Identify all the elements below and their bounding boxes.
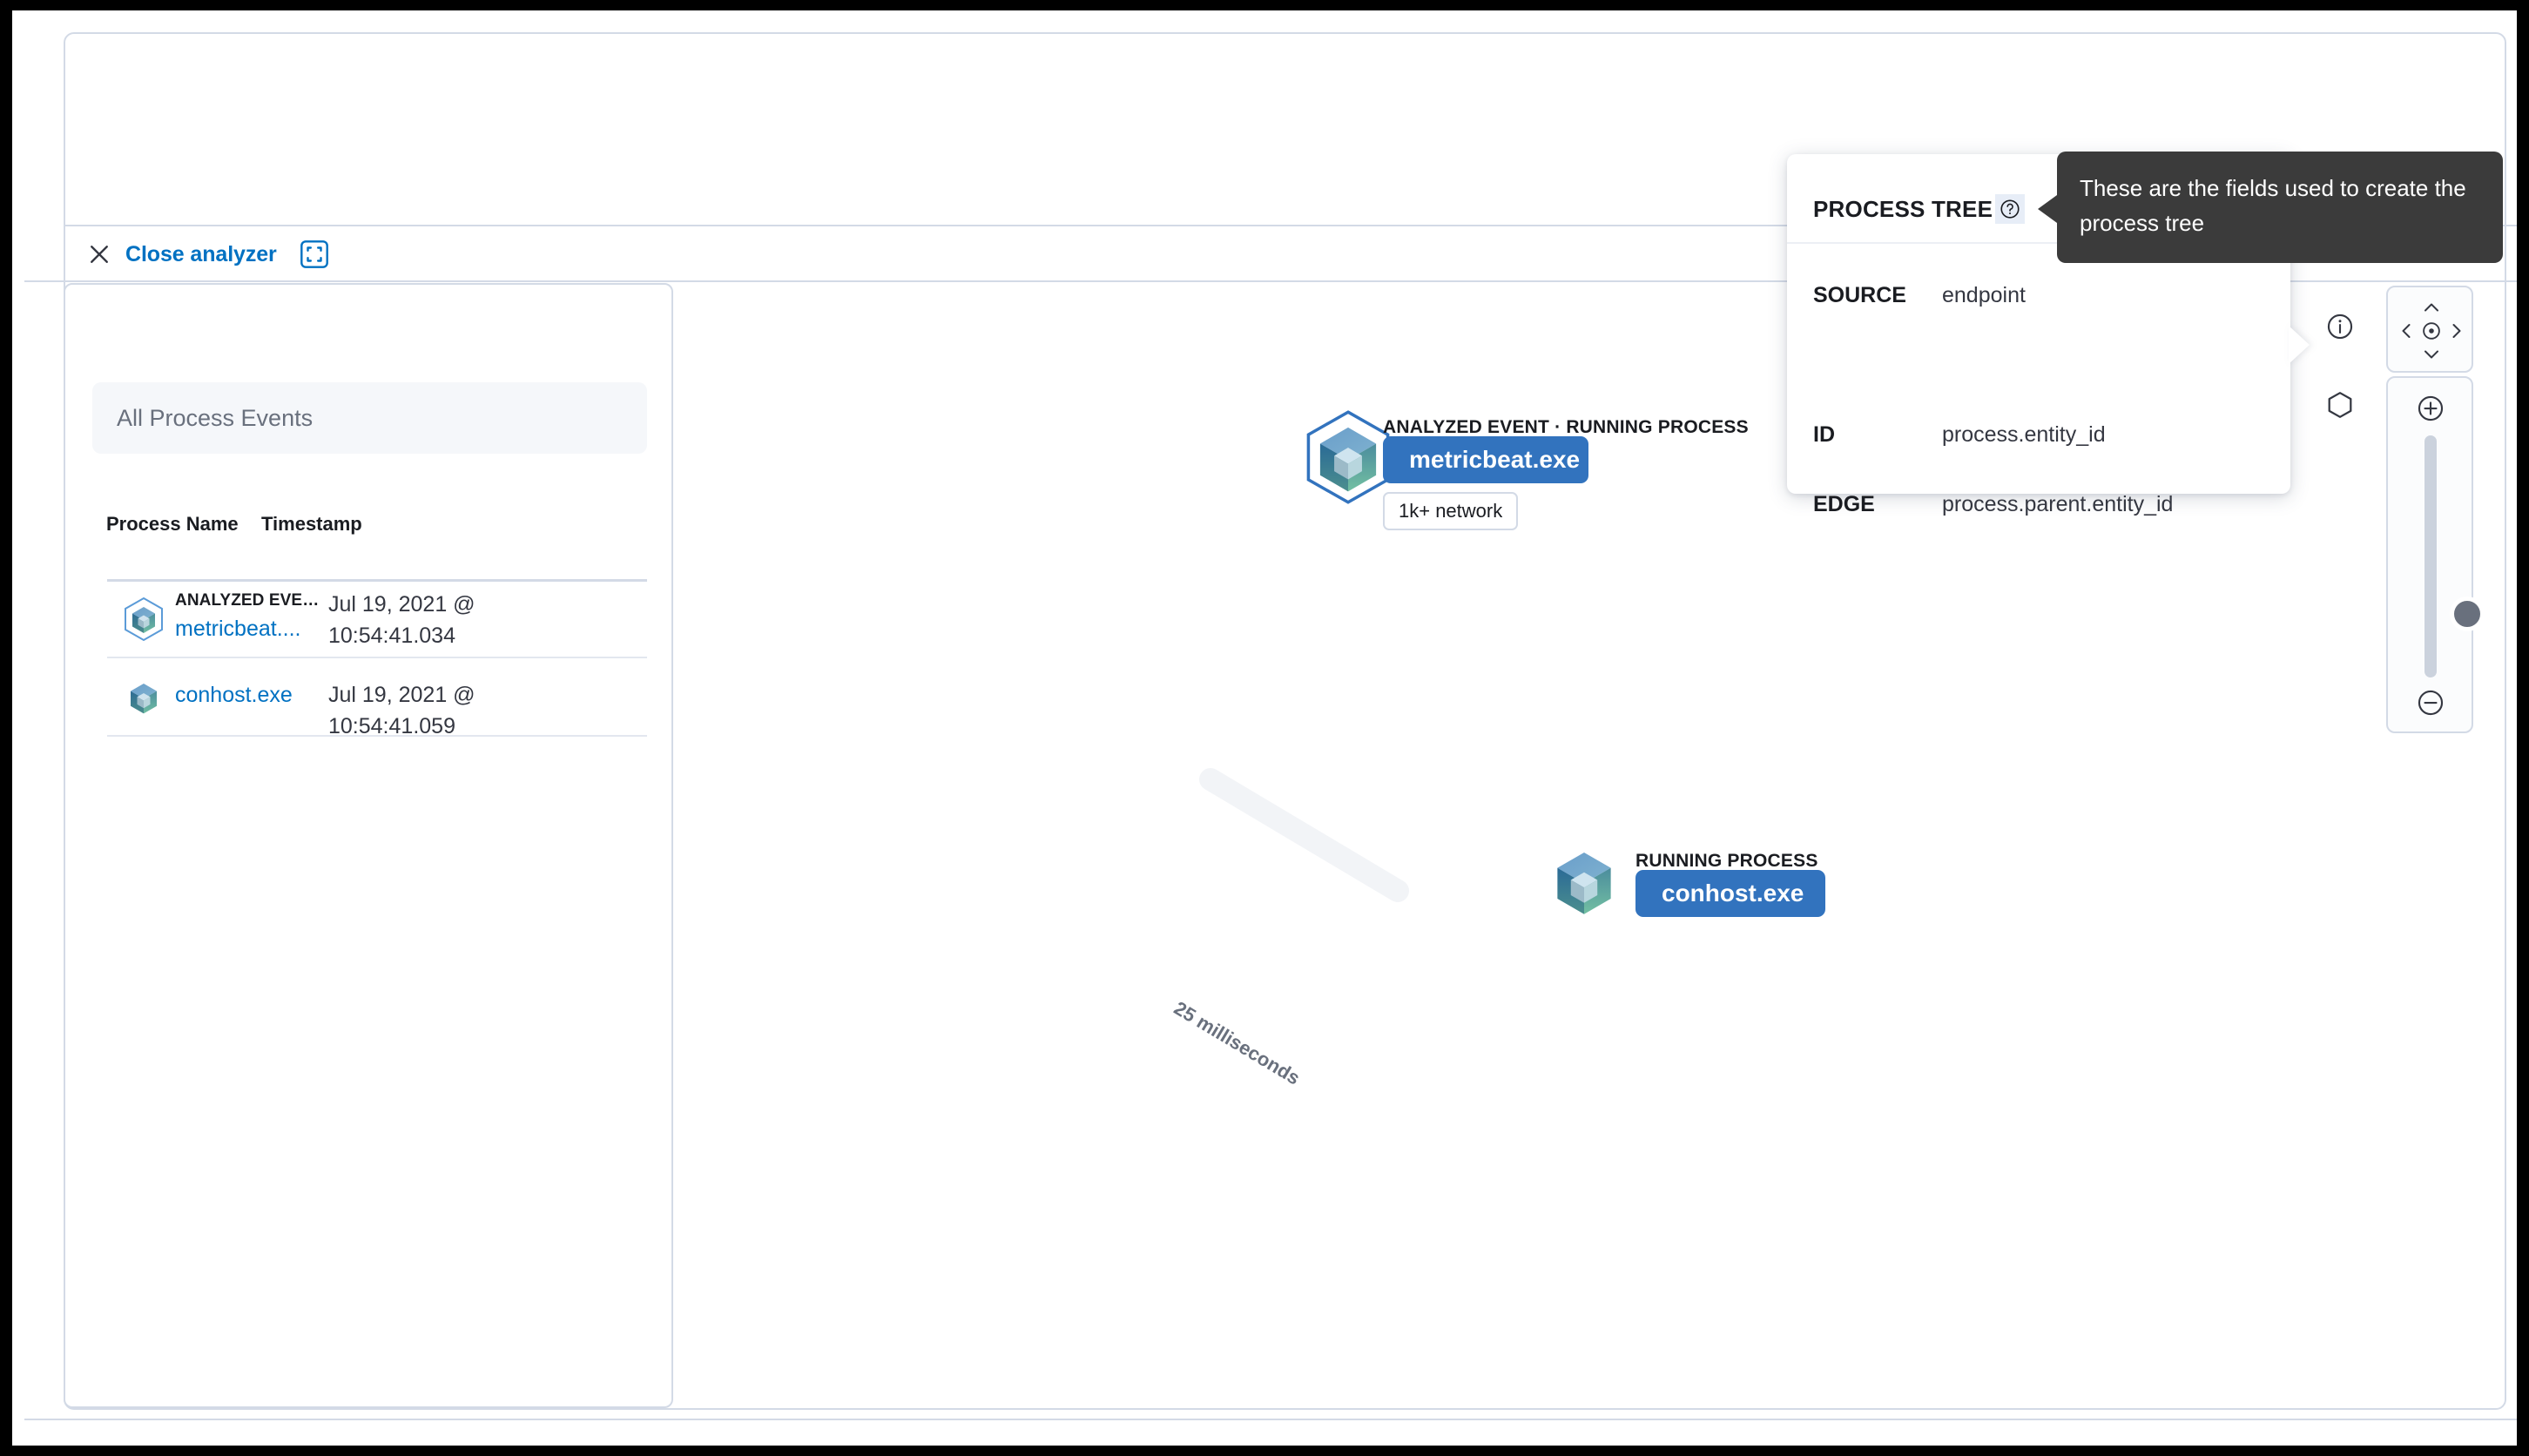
process-name-link[interactable]: conhost.exe	[175, 683, 293, 707]
zoom-control[interactable]	[2386, 376, 2485, 733]
divider-bottom	[24, 1419, 2517, 1420]
column-header-timestamp: Timestamp	[261, 513, 362, 535]
process-events-table-header: Process Name Timestamp	[92, 513, 647, 556]
node-kicker: RUNNING PROCESS	[1635, 851, 1818, 871]
process-events-panel: All Process Events Process Name Timestam…	[64, 283, 673, 1408]
field-key: ID	[1813, 422, 1835, 447]
timestamp-cell: Jul 19, 2021 @ 10:54:41.059	[328, 660, 475, 743]
zoom-slider-thumb[interactable]	[2450, 597, 2485, 631]
graph-edges	[1199, 768, 1409, 902]
table-header-separator	[107, 579, 647, 582]
timestamp-line-1: Jul 19, 2021 @	[328, 683, 475, 707]
page-frame: Close analyzer All Process Events Proces…	[12, 10, 2517, 1446]
chevron-right-icon[interactable]	[2442, 316, 2472, 346]
process-events-filter-value: All Process Events	[117, 404, 314, 431]
node-label-conhost[interactable]: conhost.exe	[1635, 870, 1825, 917]
timestamp-line-2: 10:54:41.034	[328, 624, 455, 649]
help-tooltip: These are the fields used to create the …	[2038, 152, 2503, 263]
popover-field-edge: EDGE process.parent.entity_id	[1813, 492, 2173, 517]
close-icon[interactable]	[81, 236, 118, 273]
popover-title: PROCESS TREE	[1813, 195, 1993, 222]
popover-field-id: ID process.entity_id	[1813, 422, 2106, 448]
process-cube-icon	[119, 673, 168, 722]
process-name-cell: ANALYZED EVE… metricbeat....	[175, 582, 328, 644]
field-value: process.parent.entity_id	[1942, 492, 2174, 516]
chevron-left-icon[interactable]	[2391, 316, 2421, 346]
node-label-metricbeat[interactable]: metricbeat.exe	[1383, 436, 1588, 483]
analyzer-toolbar: Close analyzer	[64, 228, 331, 280]
process-events-filter[interactable]: All Process Events	[92, 382, 647, 454]
popover-header: PROCESS TREE	[1813, 194, 2026, 224]
process-cube-icon	[1541, 840, 1627, 930]
divider-top	[64, 225, 2517, 226]
table-row[interactable]: conhost.exe Jul 19, 2021 @ 10:54:41.059	[107, 660, 647, 738]
row-kicker: ANALYZED EVE…	[175, 591, 320, 610]
column-header-process-name: Process Name	[106, 513, 239, 535]
popover-separator	[1787, 242, 2290, 244]
timestamp-line-2: 10:54:41.059	[328, 714, 455, 739]
zoom-slider-track[interactable]	[2424, 435, 2485, 677]
field-key: SOURCE	[1813, 283, 1906, 307]
question-mark-icon[interactable]	[1995, 194, 2026, 224]
center-target-icon[interactable]	[2417, 316, 2446, 346]
table-row[interactable]: ANALYZED EVE… metricbeat.... Jul 19, 202…	[107, 582, 647, 658]
field-key: EDGE	[1813, 492, 1875, 516]
popover-field-source: SOURCE endpoint	[1813, 283, 2026, 308]
zoom-in-icon[interactable]	[2412, 390, 2449, 427]
tooltip-tail	[2038, 195, 2057, 223]
chevron-up-icon[interactable]	[2417, 293, 2446, 322]
node-kicker: ANALYZED EVENT · RUNNING PROCESS	[1383, 417, 1749, 437]
process-tree-graph[interactable]: 25 milliseconds	[675, 283, 2504, 1408]
chevron-down-icon[interactable]	[2417, 340, 2446, 369]
field-value: process.entity_id	[1942, 422, 2106, 447]
process-cube-analyzed-icon	[119, 595, 168, 644]
hexagon-icon[interactable]	[2320, 385, 2360, 425]
field-value: endpoint	[1942, 283, 2026, 307]
zoom-out-icon[interactable]	[2412, 684, 2449, 721]
pan-control[interactable]	[2386, 286, 2473, 373]
divider-under-toolbar	[24, 280, 2517, 282]
network-badge[interactable]: 1k+ network	[1383, 492, 1519, 530]
close-analyzer-button[interactable]: Close analyzer	[125, 241, 277, 266]
timestamp-line-1: Jul 19, 2021 @	[328, 592, 475, 617]
tooltip-text: These are the fields used to create the …	[2080, 175, 2466, 237]
timestamp-cell: Jul 19, 2021 @ 10:54:41.034	[328, 582, 475, 652]
info-icon[interactable]	[2320, 307, 2360, 347]
fullscreen-icon[interactable]	[298, 238, 331, 271]
process-name-link[interactable]: metricbeat....	[175, 616, 301, 641]
process-cube-analyzed-icon	[1298, 407, 1399, 512]
popover-tail	[2289, 326, 2310, 364]
process-name-cell: conhost.exe	[175, 660, 328, 711]
